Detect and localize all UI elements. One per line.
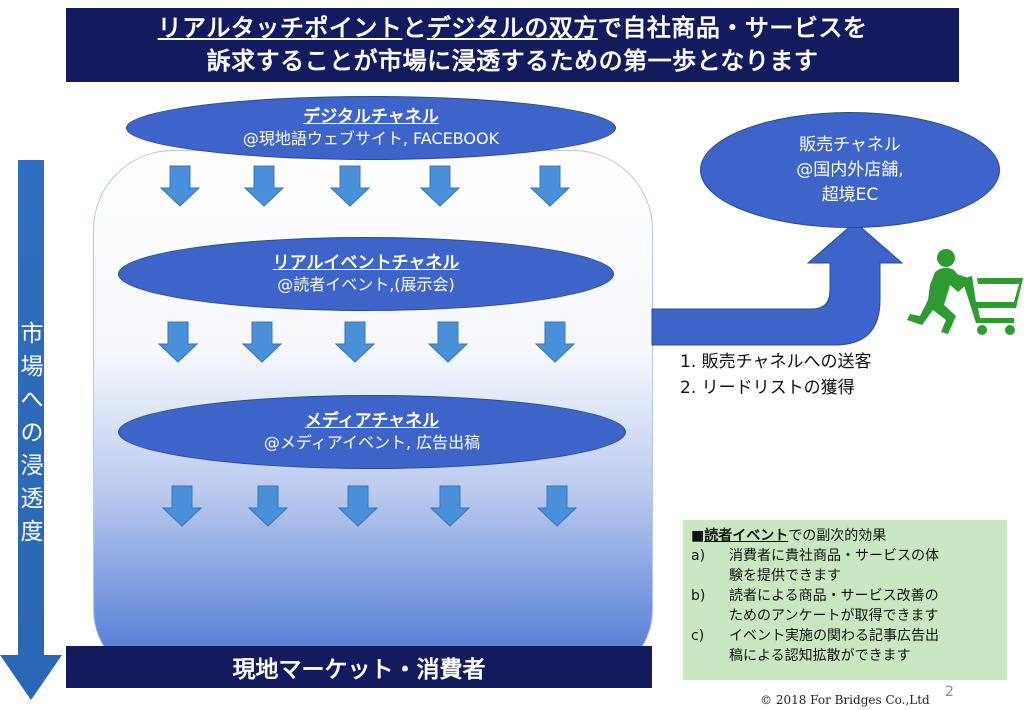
title-rest: で自社商品・サービスを	[597, 14, 868, 42]
title-line-2: 訴求することが市場に浸透するための第一歩となります	[206, 47, 819, 75]
digital-channel-subtitle: @現地語ウェブサイト, FACEBOOK	[242, 129, 500, 148]
flow-to-sales-arrow	[651, 221, 904, 346]
down-arrow-icon	[534, 321, 576, 363]
title-mid: と	[402, 14, 427, 42]
down-arrow-icon	[329, 165, 371, 207]
real-event-channel-subtitle: @読者イベント,(展示会)	[277, 275, 455, 294]
effect-item-text: 消費者に貴社商品・サービスの体験を提供できます	[729, 548, 939, 584]
effect-item-text: 読者による商品・サービス改善のためのアンケートが取得できます	[729, 588, 939, 624]
page-number: 2	[945, 684, 954, 700]
copyright: © 2018 For Bridges Co.,Ltd	[760, 693, 930, 707]
sales-channel-line-2: @国内外店舗,	[796, 159, 904, 180]
down-arrow-icon	[159, 165, 201, 207]
down-arrow-icon	[241, 321, 283, 363]
down-arrow-icon	[529, 165, 571, 207]
down-arrow-icon	[419, 165, 461, 207]
down-arrow-icon	[157, 321, 199, 363]
consumer-bar: 現地マーケット・消費者	[66, 646, 652, 688]
down-arrow-icon	[429, 485, 471, 527]
media-channel-ellipse: メディアチャネル @メディアイベント, 広告出稿	[118, 395, 626, 469]
media-channel-title: メディアチャネル	[304, 411, 440, 431]
effect-item-key: c)	[691, 628, 705, 644]
effects-heading: ■読者イベントでの副次的効果	[691, 526, 999, 546]
title-line-1: リアルタッチポイントとデジタルの双方で自社商品・サービスを	[158, 12, 868, 45]
results-list: 1. 販売チャネルへの送客 2. リードリストの獲得	[680, 349, 871, 401]
secondary-effects-box: ■読者イベントでの副次的効果 a) 消費者に貴社商品・サービスの体験を提供できま…	[683, 520, 1007, 680]
shopper-with-cart-icon	[907, 249, 1023, 335]
penetration-label: 市場への浸透度	[20, 321, 44, 545]
real-event-channel-title: リアルイベントチャネル	[272, 253, 460, 273]
effect-item: b) 読者による商品・サービス改善のためのアンケートが取得できます	[691, 586, 999, 626]
digital-channel-ellipse: デジタルチャネル @現地語ウェブサイト, FACEBOOK	[126, 96, 616, 160]
title-underlined-1: リアルタッチポイント	[157, 14, 403, 42]
effect-item-text: イベント実施の関わる記事広告出稿による認知拡散ができます	[729, 628, 939, 664]
digital-channel-title: デジタルチャネル	[303, 107, 439, 127]
effects-heading-bold: 読者イベント	[704, 528, 789, 544]
effects-heading-rest: での副次的効果	[788, 528, 887, 544]
title-banner: リアルタッチポイントとデジタルの双方で自社商品・サービスを 訴求することが市場に…	[66, 8, 959, 82]
small-arrows	[157, 165, 578, 527]
real-event-channel-ellipse: リアルイベントチャネル @読者イベント,(展示会)	[118, 237, 614, 311]
penetration-arrow	[0, 160, 62, 700]
down-arrow-icon	[247, 485, 289, 527]
down-arrow-icon	[337, 485, 379, 527]
down-arrow-icon	[243, 165, 285, 207]
down-arrow-icon	[427, 321, 469, 363]
sales-channel-line-3: 超境EC	[821, 184, 879, 205]
result-item: 2. リードリストの獲得	[680, 378, 855, 398]
effect-item-key: b)	[691, 588, 706, 604]
effect-item-key: a)	[691, 548, 706, 564]
square-bullet-icon: ■	[691, 528, 705, 544]
sales-channel-line-1: 販売チャネル	[799, 134, 901, 155]
effect-item: a) 消費者に貴社商品・サービスの体験を提供できます	[691, 546, 999, 586]
title-underlined-2: デジタルの双方	[426, 14, 598, 42]
down-arrow-icon	[536, 485, 578, 527]
media-channel-subtitle: @メディアイベント, 広告出稿	[263, 433, 481, 452]
down-arrow-icon	[161, 485, 203, 527]
down-arrow-icon	[334, 321, 376, 363]
sales-channel-ellipse: 販売チャネル @国内外店舗, 超境EC	[700, 112, 1000, 228]
effect-item: c) イベント実施の関わる記事広告出稿による認知拡散ができます	[691, 626, 999, 666]
result-item: 1. 販売チャネルへの送客	[680, 352, 872, 372]
